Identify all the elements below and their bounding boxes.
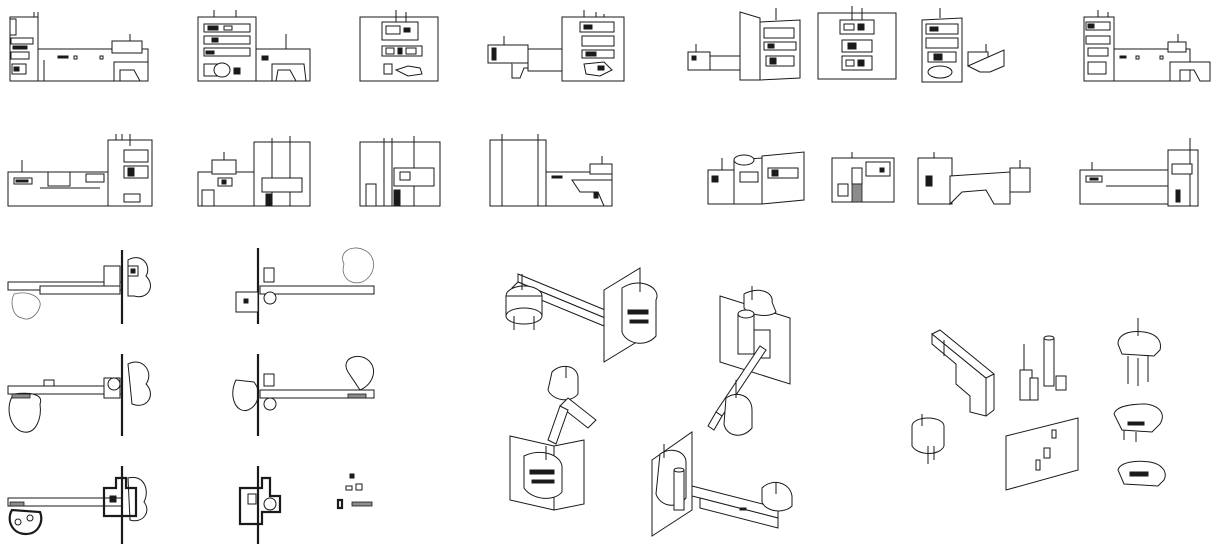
plan-g <box>336 473 373 510</box>
elevation-7 <box>921 8 1005 83</box>
elevation-11 <box>359 136 441 207</box>
elevation-16 <box>1079 138 1199 207</box>
component-drum <box>911 414 945 464</box>
elevation-1 <box>9 12 149 82</box>
plan-a <box>7 250 151 324</box>
plan-e <box>7 466 148 544</box>
elevations-row-2 <box>7 134 1199 207</box>
elevations-row-1 <box>9 6 1211 83</box>
elevation-2 <box>197 10 311 82</box>
component-bar <box>931 329 995 417</box>
axonometric-assembly <box>505 267 793 537</box>
axonometric-4 <box>651 431 793 537</box>
plan-d <box>232 354 375 436</box>
elevation-12 <box>489 134 613 207</box>
component-panel <box>1005 417 1079 491</box>
plan-c <box>7 354 151 436</box>
elevation-14 <box>831 152 895 203</box>
plan-f <box>238 466 282 544</box>
axonometric-3 <box>509 365 597 511</box>
elevation-8 <box>1083 10 1211 82</box>
elevation-9 <box>7 134 153 207</box>
component-stack <box>1113 318 1166 487</box>
elevation-6 <box>817 6 897 80</box>
elevation-15 <box>917 152 1031 206</box>
plan-b <box>235 247 375 324</box>
exploded-components <box>911 318 1166 491</box>
axonometric-2 <box>707 286 791 436</box>
elevation-10 <box>197 136 311 207</box>
elevation-13 <box>707 151 805 205</box>
floor-plans <box>7 247 375 544</box>
elevation-5 <box>687 8 801 81</box>
component-columns <box>1019 335 1067 401</box>
elevation-3 <box>359 10 439 82</box>
axonometric-1 <box>505 267 658 363</box>
elevation-4 <box>487 10 625 82</box>
